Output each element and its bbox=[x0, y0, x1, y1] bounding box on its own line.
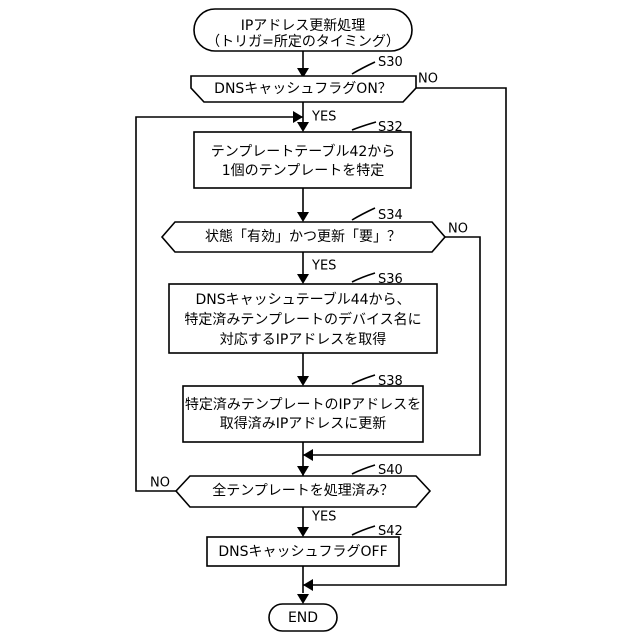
process-s36: DNSキャッシュテーブル44から、 特定済みテンプレートのデバイス名に 対応する… bbox=[169, 272, 437, 353]
step-label-leader-s40 bbox=[352, 465, 375, 474]
process-s36-line3: 対応するIPアドレスを取得 bbox=[220, 331, 387, 348]
arrowhead-into-s32 bbox=[297, 122, 309, 132]
arrowhead-into-s38 bbox=[297, 376, 309, 386]
step-label-s32: S32 bbox=[378, 120, 403, 135]
process-s32-line1: テンプレートテーブル42から bbox=[211, 143, 396, 160]
step-label-s30: S30 bbox=[378, 55, 403, 70]
arrowhead-loop-merge bbox=[293, 111, 303, 123]
process-s32-line2: 1個のテンプレートを特定 bbox=[222, 163, 385, 179]
branch-yes-s40: YES bbox=[311, 510, 336, 525]
end-text: END bbox=[288, 610, 318, 626]
step-label-leader-s32 bbox=[352, 122, 376, 130]
process-s38-line2: 取得済みIPアドレスに更新 bbox=[220, 415, 387, 432]
step-label-leader-s30 bbox=[352, 62, 375, 74]
step-label-s40: S40 bbox=[378, 463, 403, 478]
arrowhead-into-s40 bbox=[297, 466, 309, 476]
step-label-leader-s38 bbox=[352, 375, 375, 384]
end-terminator: END bbox=[269, 604, 337, 631]
branch-yes-s34: YES bbox=[311, 259, 336, 274]
branch-yes-s30: YES bbox=[311, 110, 336, 125]
branch-no-s30: NO bbox=[418, 72, 438, 87]
arrowhead-into-end bbox=[297, 594, 309, 604]
start-terminator: IPアドレス更新処理 （トリガ=所定のタイミング） bbox=[194, 9, 412, 51]
decision-s34-text: 状態「有効」かつ更新「要」？ bbox=[205, 229, 401, 245]
start-trigger: （トリガ=所定のタイミング） bbox=[206, 34, 400, 50]
step-label-leader-s42 bbox=[352, 526, 375, 535]
decision-s30-text: DNSキャッシュフラグON？ bbox=[214, 81, 392, 97]
arrowhead-s34-no-merge bbox=[303, 449, 313, 461]
step-label-s34: S34 bbox=[378, 208, 403, 223]
process-s42-text: DNSキャッシュフラグOFF bbox=[218, 544, 387, 560]
branch-no-s40: NO bbox=[150, 476, 170, 491]
arrowhead-s30-no-merge bbox=[303, 579, 313, 591]
step-label-leader-s34 bbox=[352, 208, 375, 220]
arrowhead-into-s42 bbox=[297, 527, 309, 537]
process-s36-line1: DNSキャッシュテーブル44から、 bbox=[195, 291, 410, 308]
process-s32-shape bbox=[194, 132, 411, 188]
process-s38-shape bbox=[183, 386, 423, 442]
step-label-s42: S42 bbox=[378, 524, 403, 539]
step-label-s38: S38 bbox=[378, 374, 403, 389]
start-title: IPアドレス更新処理 bbox=[241, 18, 366, 34]
step-label-leader-s36 bbox=[352, 273, 375, 282]
step-label-s36: S36 bbox=[378, 272, 403, 287]
branch-no-s34: NO bbox=[448, 222, 468, 237]
process-s36-line2: 特定済みテンプレートのデバイス名に bbox=[184, 311, 421, 328]
arrowhead-into-s34 bbox=[297, 212, 309, 222]
arrowhead-into-s36 bbox=[297, 274, 309, 284]
decision-s40-text: 全テンプレートを処理済み？ bbox=[212, 482, 394, 499]
process-s38-line1: 特定済みテンプレートのIPアドレスを bbox=[185, 397, 421, 413]
